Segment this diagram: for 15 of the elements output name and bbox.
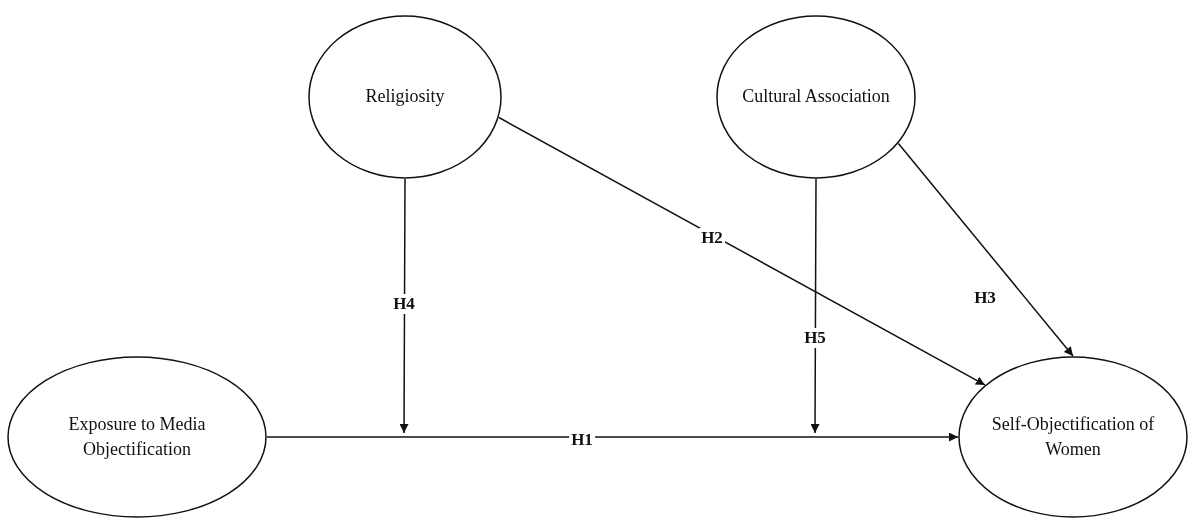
- construct-ellipse: [308, 15, 502, 179]
- construct-ellipse: [7, 356, 267, 518]
- construct-ellipse: [958, 356, 1188, 518]
- arrow: [399, 178, 409, 434]
- arrow: [897, 142, 1074, 357]
- edge-label: H4: [391, 294, 417, 314]
- arrow: [266, 432, 959, 442]
- construct-label: Exposure to Media Objectification: [67, 412, 207, 461]
- construct-label: Self-Objectification of Women: [990, 412, 1156, 461]
- arrow: [498, 116, 986, 386]
- construct-label: Cultural Association: [742, 85, 890, 109]
- construct-ellipse: [716, 15, 916, 179]
- arrow: [810, 178, 820, 434]
- construct-label: Religiosity: [365, 85, 445, 109]
- edge-label: H5: [802, 328, 828, 348]
